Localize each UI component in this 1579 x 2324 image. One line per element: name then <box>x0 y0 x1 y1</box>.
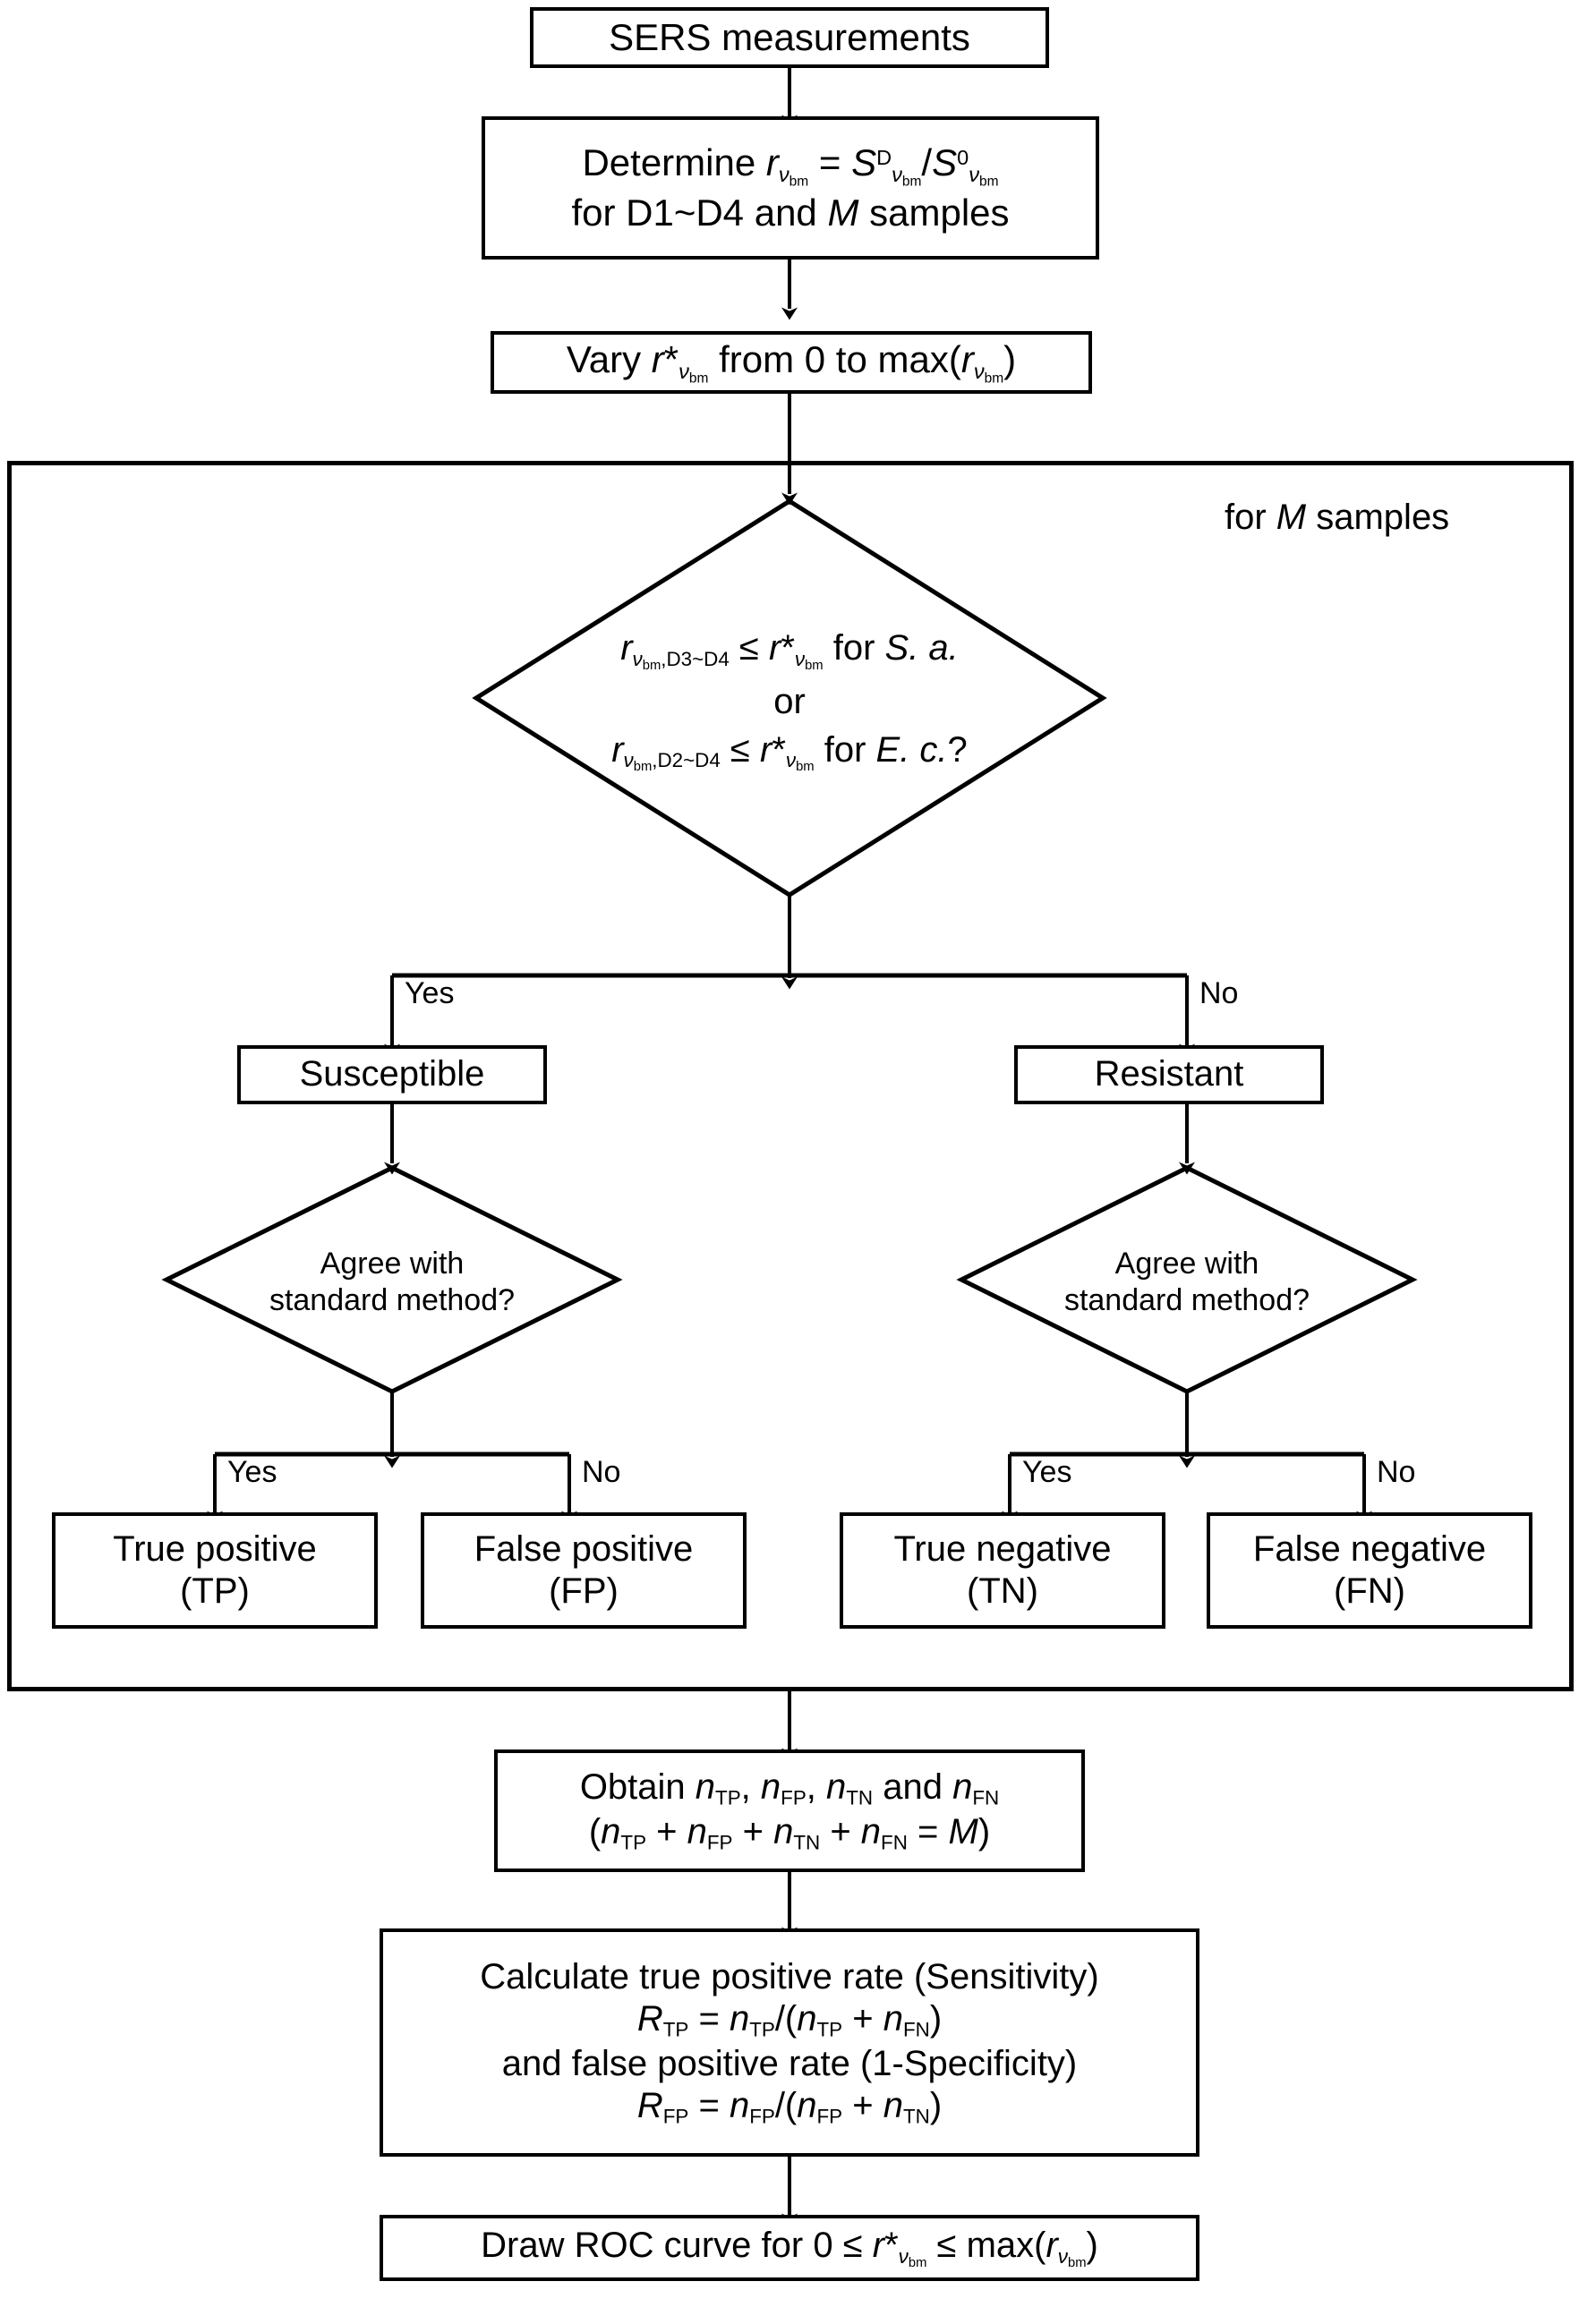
node-determine-r: Determine rνbm = SDνbm/S0νbm for D1~D4 a… <box>482 116 1099 260</box>
agree-left-text: Agree with standard method? <box>168 1246 616 1319</box>
node-false-positive: False positive (FP) <box>421 1512 747 1629</box>
true-positive-line2: (TP) <box>180 1571 250 1611</box>
node-draw-roc: Draw ROC curve for 0 ≤ r*νbm ≤ max(rνbm) <box>380 2215 1199 2281</box>
true-positive-line1: True positive <box>113 1528 317 1569</box>
node-resistant: Resistant <box>1014 1045 1324 1104</box>
edge-label-main-no: No <box>1199 976 1239 1010</box>
main-decision-line2: or <box>773 681 806 721</box>
susceptible-label: Susceptible <box>299 1054 485 1094</box>
node-susceptible: Susceptible <box>237 1045 547 1104</box>
node-true-positive: True positive (TP) <box>52 1512 378 1629</box>
edge-label-left-no: No <box>582 1455 621 1489</box>
edge-label-left-yes: Yes <box>227 1455 277 1489</box>
node-sers-measurements: SERS measurements <box>530 7 1049 68</box>
node-true-negative: True negative (TN) <box>840 1512 1165 1629</box>
draw-roc-label: Draw ROC curve for 0 ≤ r*νbm ≤ max(rνbm) <box>481 2225 1098 2270</box>
edge-label-main-yes: Yes <box>405 976 455 1010</box>
main-decision-line3: rνbm,D2~D4 ≤ r*νbm for E. c.? <box>611 729 968 775</box>
node-calculate-rates: Calculate true positive rate (Sensitivit… <box>380 1928 1199 2157</box>
vary-r-label: Vary r*νbm from 0 to max(rνbm) <box>566 338 1017 387</box>
obtain-n-line2: (nTP + nFP + nTN + nFN = M) <box>588 1811 991 1854</box>
edge-label-right-no: No <box>1377 1455 1416 1489</box>
false-positive-line2: (FP) <box>549 1571 619 1611</box>
main-decision-text: rνbm,D3~D4 ≤ r*νbm for S. a. or rνbm,D2~… <box>476 626 1103 776</box>
calculate-rates-line2: RTP = nTP/(nTP + nFN) <box>636 1999 943 2042</box>
calculate-rates-line4: RFP = nFP/(nFP + nTN) <box>636 2085 943 2128</box>
obtain-n-line1: Obtain nTP, nFP, nTN and nFN <box>579 1767 1000 1810</box>
node-false-negative: False negative (FN) <box>1207 1512 1532 1629</box>
true-negative-line2: (TN) <box>967 1571 1038 1611</box>
resistant-label: Resistant <box>1094 1054 1244 1094</box>
false-negative-line1: False negative <box>1252 1528 1487 1569</box>
false-positive-line1: False positive <box>474 1528 694 1569</box>
agree-left-line2: standard method? <box>269 1282 516 1317</box>
calculate-rates-line3: and false positive rate (1-Specificity) <box>501 2043 1078 2083</box>
agree-right-line1: Agree with <box>1114 1247 1259 1281</box>
loop-container <box>7 461 1574 1691</box>
node-vary-r: Vary r*νbm from 0 to max(rνbm) <box>491 331 1092 394</box>
agree-right-line2: standard method? <box>1063 1282 1310 1317</box>
node-obtain-n: Obtain nTP, nFP, nTN and nFN (nTP + nFP … <box>494 1749 1085 1872</box>
determine-r-line2: for D1~D4 and M samples <box>571 192 1010 234</box>
sers-measurements-label: SERS measurements <box>609 16 970 59</box>
determine-r-line1: Determine rνbm = SDνbm/S0νbm <box>582 141 999 190</box>
loop-container-label: for M samples <box>1225 498 1450 537</box>
calculate-rates-line1: Calculate true positive rate (Sensitivit… <box>480 1957 1099 1997</box>
main-decision-line1: rνbm,D3~D4 ≤ r*νbm for S. a. <box>620 628 959 673</box>
true-negative-line1: True negative <box>893 1528 1112 1569</box>
agree-left-line1: Agree with <box>320 1247 465 1281</box>
false-negative-line2: (FN) <box>1334 1571 1405 1611</box>
edge-label-right-yes: Yes <box>1022 1455 1072 1489</box>
agree-right-text: Agree with standard method? <box>963 1246 1411 1319</box>
